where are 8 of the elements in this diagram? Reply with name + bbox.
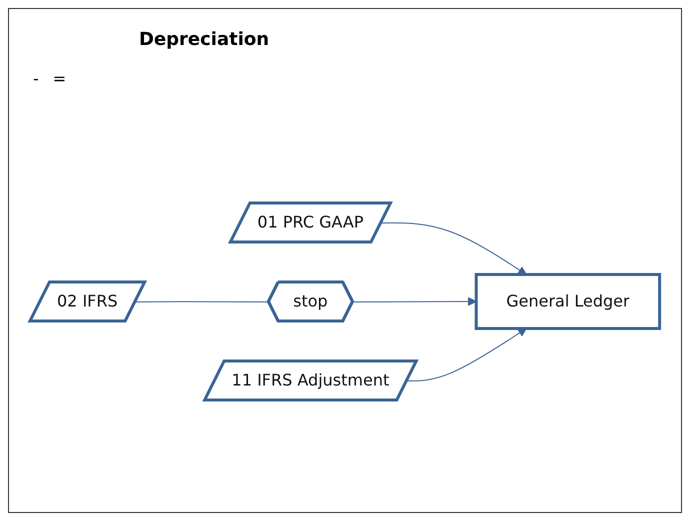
diagram-title: Depreciation (139, 29, 270, 50)
arrow (352, 297, 477, 306)
operator-label: = (52, 69, 66, 88)
arrow (380, 222, 527, 275)
arrow (406, 328, 527, 382)
connector (135, 301, 270, 302)
node-box: General Ledger (474, 273, 662, 330)
operator-label: - (33, 69, 39, 88)
